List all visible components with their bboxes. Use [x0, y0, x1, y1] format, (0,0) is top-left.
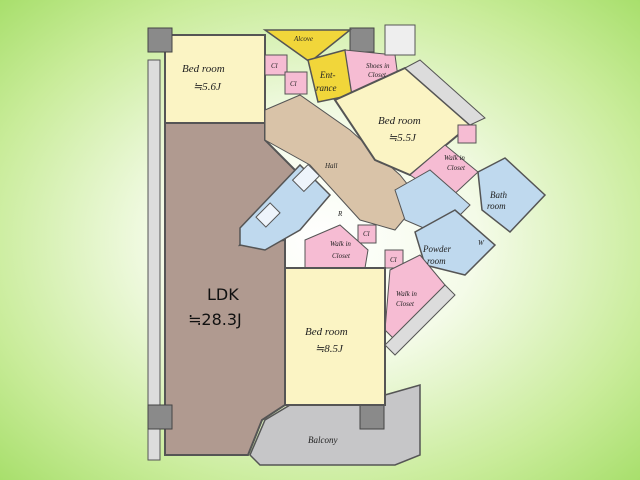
bath-room: [477, 157, 547, 234]
column-br: [359, 404, 385, 430]
bedroom-top-left: [164, 34, 266, 124]
closet-1: [264, 54, 288, 76]
column-tl: [147, 27, 173, 53]
refrigerator-label: R: [337, 210, 343, 218]
right-outer-strip: [384, 284, 456, 356]
column-tr: [349, 27, 375, 53]
bedroom-bottom-name: Bed room: [305, 326, 348, 338]
walk-in-closet-1-label-2: Closet: [447, 164, 466, 172]
entrance-label-1: Ent-: [319, 70, 336, 80]
powder-label-2: room: [427, 256, 446, 266]
bath-label-2: room: [487, 201, 506, 211]
bath-label-1: Bath: [490, 190, 507, 200]
closet-label-4: Cl: [390, 256, 397, 264]
bedroom-top-right-name: Bed room: [378, 115, 421, 127]
balcony-label: Balcony: [308, 435, 338, 445]
closet-2: [284, 71, 308, 95]
bedroom-top-right-size: ≒5.5J: [388, 132, 417, 144]
column-bl: [147, 404, 173, 430]
walk-in-closet-3-label-2: Closet: [396, 300, 415, 308]
walk-in-closet-1-label-1: Walk in: [444, 154, 465, 162]
powder-label-1: Powder: [422, 244, 451, 254]
alcove-label: Alcove: [293, 35, 313, 43]
bedroom-top-left-size: ≒5.6J: [193, 81, 222, 93]
left-outer-strip: [147, 59, 161, 461]
closet-small-tr: [457, 124, 477, 144]
shoes-closet-label-2: Closet: [368, 71, 387, 79]
bedroom-bottom: [284, 267, 386, 406]
walk-in-closet-2-label-1: Walk in: [330, 240, 351, 248]
entrance-label-2: rance: [316, 83, 337, 93]
hall-label: Hall: [324, 162, 338, 170]
ldk-name: LDK: [207, 285, 239, 304]
walk-in-closet-3-label-1: Walk in: [396, 290, 417, 298]
closet-label-2: Cl: [290, 80, 297, 88]
shoes-closet-label-1: Shoes in: [366, 62, 390, 70]
bedroom-bottom-size: ≒8.5J: [315, 343, 344, 355]
entry-door-box: [384, 24, 416, 56]
window-strip-tr: [404, 59, 486, 126]
washer-label: W: [478, 239, 485, 247]
closet-center-1: [357, 224, 377, 244]
ldk-size: ≒28.3J: [188, 310, 242, 329]
closet-label-1: Cl: [271, 62, 278, 70]
walk-in-closet-2-label-2: Closet: [332, 252, 351, 260]
walk-in-closet-center: [304, 224, 369, 269]
bedroom-top-left-name: Bed room: [182, 63, 225, 75]
stove: [291, 163, 321, 193]
sink: [255, 202, 281, 228]
alcove: [262, 29, 353, 63]
closet-label-3: Cl: [363, 230, 370, 238]
